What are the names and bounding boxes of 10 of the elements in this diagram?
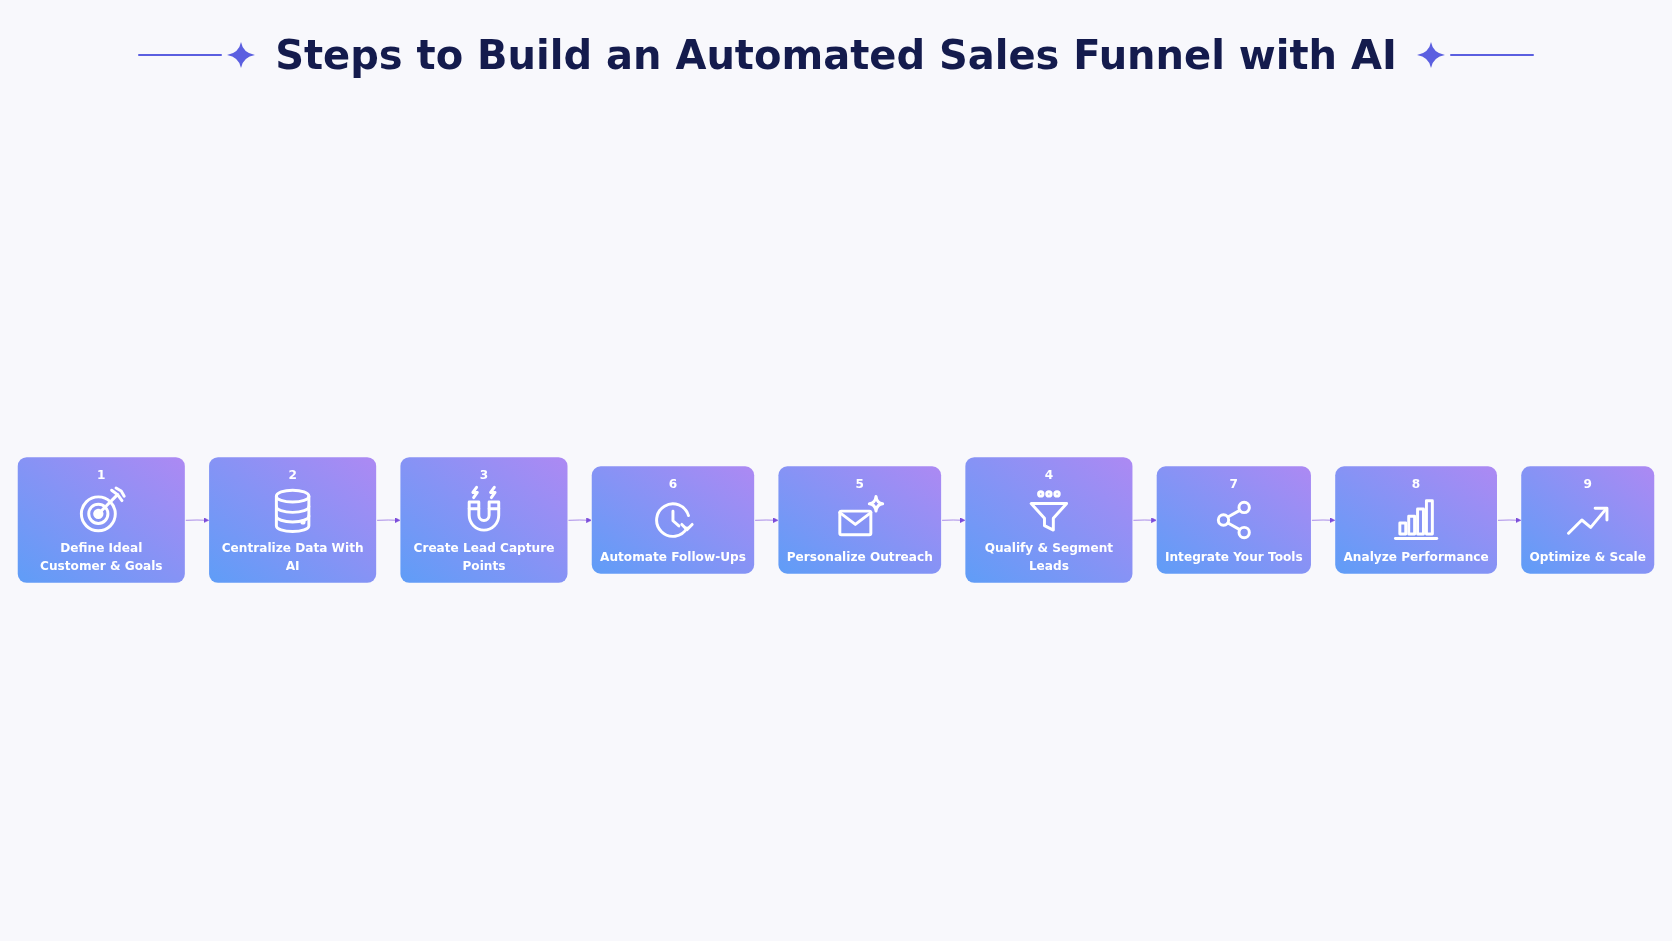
node-box: 9 Optimize & Scale [1521,466,1655,574]
node-box: 3 Create Lead Capture Points [400,457,568,583]
node-box: 5 Personalize Outreach [778,466,942,574]
node-box: 2 Centralize Data With AI [209,457,377,583]
node-box: 7 Integrate Your Tools [1156,466,1311,574]
title: Steps to Build an Automated Sales Funnel with AI [275,32,1397,78]
node-box: 4 Qualify & Segment Leads [965,457,1133,583]
node-box: 8 Analyze Performance [1335,466,1497,574]
node-box: 6 Automate Follow-Ups [591,466,755,574]
node-box: 1 Define Ideal Customer & Goals [17,457,185,583]
